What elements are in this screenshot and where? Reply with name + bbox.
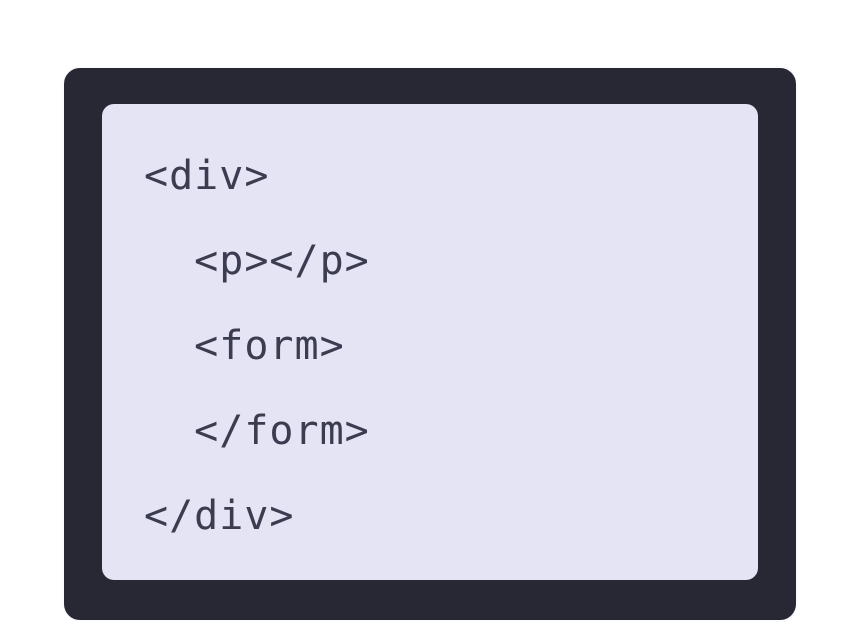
code-line-form-open: <form> [144, 323, 345, 369]
code-card: <div> <p></p> <form> </form> </div> [62, 66, 798, 622]
code-line-div-open: <div> [144, 153, 270, 199]
code-line-p: <p></p> [144, 238, 370, 284]
code-panel: <div> <p></p> <form> </form> </div> [102, 104, 758, 580]
code-line-div-close: </div> [144, 493, 295, 539]
code-line-form-close: </form> [144, 408, 370, 454]
